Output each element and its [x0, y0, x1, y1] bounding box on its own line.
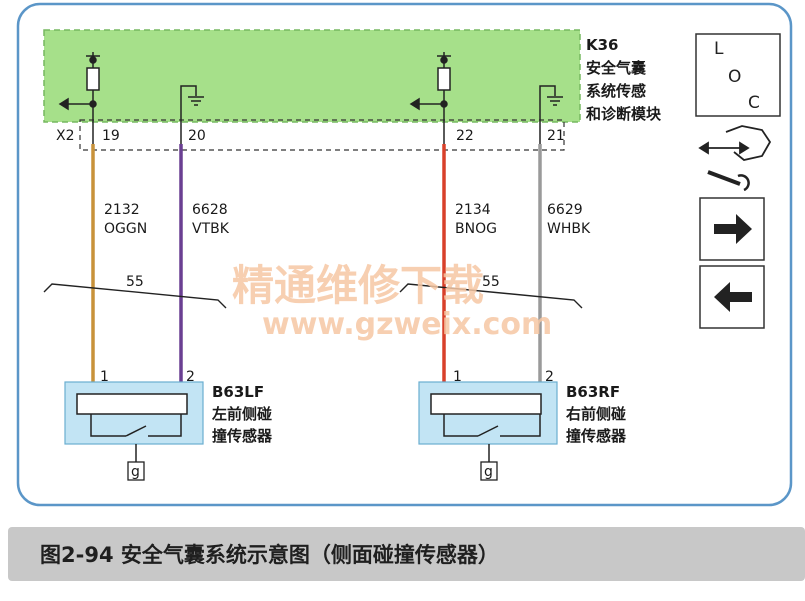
sensor-right-pin1: 1 [453, 369, 462, 385]
module-box [43, 29, 581, 123]
sensor-right-pin2: 2 [545, 369, 554, 385]
diagram-frame [16, 2, 793, 507]
sensor-right-name2: 撞传感器 [566, 427, 627, 445]
pin-20: 20 [188, 128, 206, 144]
module-name-line3: 和诊断模块 [586, 105, 662, 123]
connector-wrench-icon [698, 125, 772, 192]
sensor-left-ground: g [131, 464, 140, 480]
module-supply-left [58, 52, 100, 144]
arrow-right-icon[interactable] [699, 197, 765, 261]
harness-break-right [399, 283, 583, 309]
sensor-right-ground: g [484, 464, 493, 480]
harness-break-label-left: 55 [126, 274, 144, 290]
sensor-left [64, 381, 204, 481]
wire-code-whbk: WHBK [547, 221, 591, 237]
svg-text:O: O [728, 67, 741, 87]
sensor-left-name1: 左前侧碰 [211, 405, 272, 423]
connector-outline [79, 119, 565, 151]
sensor-right-code: B63RF [566, 383, 620, 401]
loc-icon: L O C [695, 33, 781, 117]
arrow-left-icon[interactable] [699, 265, 765, 329]
harness-break-left [43, 283, 227, 309]
pin-19: 19 [102, 128, 120, 144]
caption-bar [8, 527, 805, 581]
pin-22: 22 [456, 128, 474, 144]
sensor-left-pin2: 2 [186, 369, 195, 385]
wire-code-vtbk: VTBK [192, 221, 230, 237]
sensor-left-pin1: 1 [100, 369, 109, 385]
wire-circuit-2134: 2134 [455, 202, 491, 218]
module-name-line1: 安全气囊 [586, 59, 647, 77]
harness-break-label-right: 55 [482, 274, 500, 290]
svg-text:L: L [714, 39, 724, 59]
pin-21: 21 [547, 128, 565, 144]
wire-circuit-6628: 6628 [192, 202, 228, 218]
sensor-right-name1: 右前侧碰 [566, 405, 626, 423]
module-supply-right [409, 52, 451, 144]
wire-code-oggn: OGGN [104, 221, 147, 237]
module-ground-left [180, 85, 204, 144]
sensor-left-name2: 撞传感器 [212, 427, 273, 445]
watermark-cn: 精通维修下载 [232, 261, 484, 310]
wire-circuit-2132: 2132 [104, 202, 140, 218]
watermark-url: www.gzweix.com [262, 307, 552, 342]
module-name-line2: 系统传感 [586, 82, 646, 100]
connector-label: X2 [56, 128, 75, 144]
figure-caption: 图2-94 安全气囊系统示意图（侧面碰撞传感器） [40, 543, 499, 567]
wire-circuit-6629: 6629 [547, 202, 583, 218]
sensor-left-code: B63LF [212, 383, 264, 401]
module-code: K36 [586, 36, 619, 54]
sensor-right [418, 381, 558, 481]
wire-code-bnog: BNOG [455, 221, 497, 237]
svg-text:C: C [748, 93, 760, 113]
module-ground-right [539, 85, 563, 144]
